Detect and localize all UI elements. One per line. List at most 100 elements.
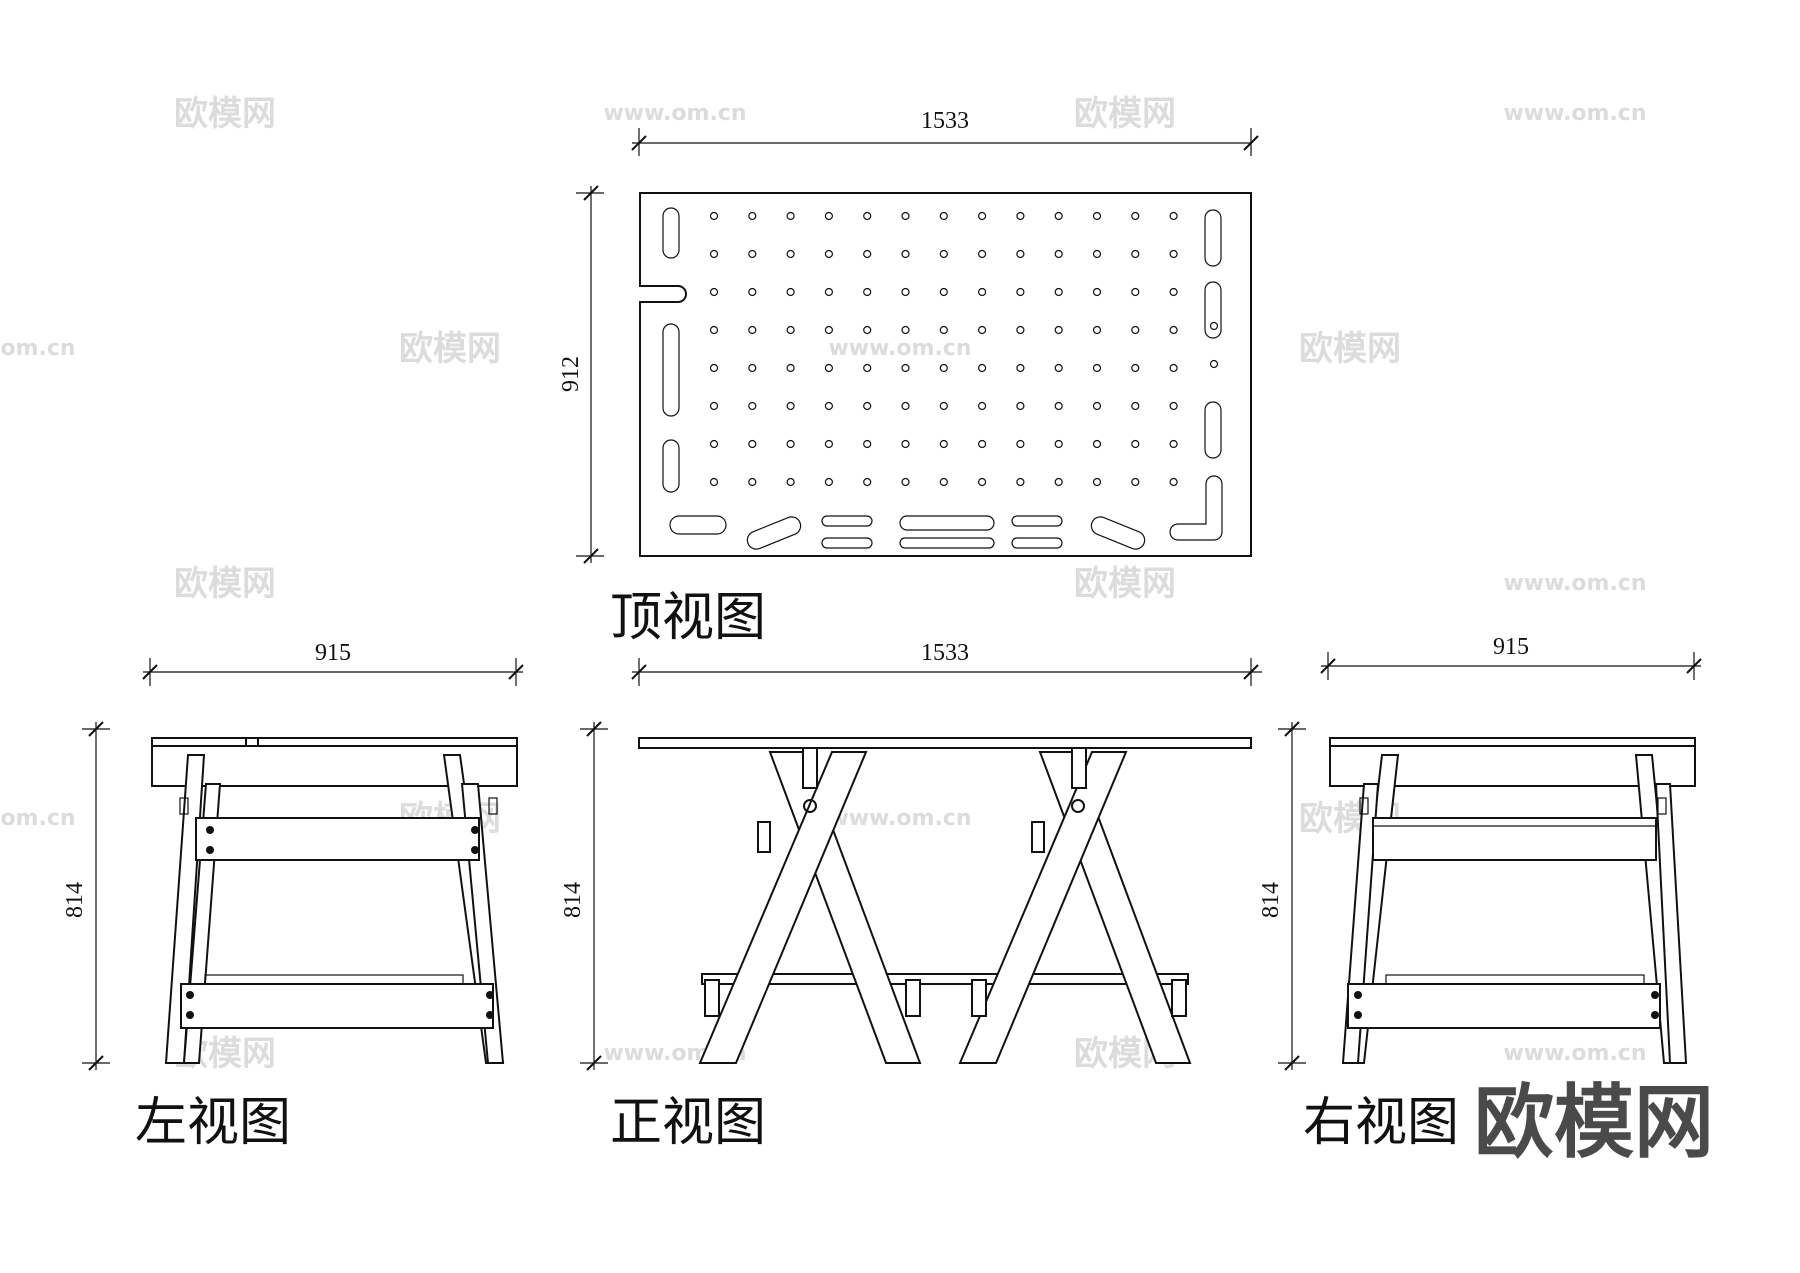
dog-hole bbox=[1131, 287, 1140, 297]
clamp-slot bbox=[669, 515, 727, 535]
dog-hole bbox=[786, 287, 795, 297]
watermark-site: om.cn bbox=[0, 336, 75, 361]
dog-hole bbox=[709, 325, 719, 335]
dog-hole bbox=[1054, 325, 1063, 335]
dog-hole bbox=[1169, 249, 1178, 259]
dog-hole bbox=[1131, 211, 1140, 221]
dog-hole bbox=[901, 287, 910, 297]
top-width-dimension: 1533 bbox=[631, 108, 1259, 156]
dog-hole bbox=[824, 363, 834, 373]
clamp-slot bbox=[899, 515, 995, 531]
watermark-site: www.om.cn bbox=[1503, 1041, 1646, 1066]
dog-hole bbox=[1092, 477, 1102, 487]
watermark-brand: 欧模网 bbox=[399, 329, 501, 369]
watermark-site: om.cn bbox=[0, 806, 75, 831]
front-view: 1533 814 bbox=[560, 640, 1262, 1153]
dog-hole bbox=[1054, 287, 1063, 297]
left-view-label: 左视图 bbox=[135, 1093, 291, 1153]
clamp-slot bbox=[1204, 209, 1222, 267]
top-view-label: 顶视图 bbox=[610, 588, 766, 648]
left-height-label: 814 bbox=[62, 882, 88, 918]
dog-hole bbox=[977, 325, 987, 335]
dog-hole bbox=[901, 439, 910, 449]
dog-hole bbox=[748, 325, 757, 335]
clamp-slot bbox=[821, 537, 873, 549]
watermark-brand: 欧模网 bbox=[1299, 329, 1401, 369]
dog-hole bbox=[939, 211, 948, 221]
dog-hole bbox=[1016, 401, 1025, 411]
dog-hole bbox=[901, 249, 910, 259]
dog-hole bbox=[748, 477, 757, 487]
clamp-slot bbox=[662, 207, 680, 259]
dog-hole bbox=[824, 211, 834, 221]
clamp-slot bbox=[899, 537, 995, 549]
dog-hole bbox=[977, 477, 987, 487]
dog-hole bbox=[977, 249, 987, 259]
dog-hole bbox=[939, 363, 948, 373]
right-view: 915 814 右视图 bbox=[1258, 634, 1702, 1153]
left-view: 915 814 bbox=[62, 640, 524, 1153]
clamp-slots bbox=[662, 207, 1223, 550]
clamp-slot bbox=[1204, 401, 1222, 459]
right-height-label: 814 bbox=[1258, 882, 1284, 918]
dog-hole bbox=[901, 211, 910, 221]
dog-hole bbox=[1169, 363, 1178, 373]
dog-hole bbox=[748, 249, 757, 259]
watermark-site: www.om.cn bbox=[603, 101, 746, 126]
clamp-slot-corner bbox=[1169, 475, 1223, 541]
dog-hole bbox=[1054, 363, 1063, 373]
watermark-site: www.om.cn bbox=[1503, 571, 1646, 596]
dog-hole bbox=[863, 477, 872, 487]
dog-hole bbox=[863, 325, 872, 335]
right-width-dimension: 915 bbox=[1320, 634, 1702, 680]
dog-hole bbox=[863, 401, 872, 411]
dog-hole bbox=[901, 325, 910, 335]
clamp-slot bbox=[821, 515, 873, 527]
front-left-trestle bbox=[698, 747, 922, 1064]
right-width-label: 915 bbox=[1493, 634, 1529, 660]
clamp-slot bbox=[1204, 281, 1222, 339]
dog-hole bbox=[1016, 325, 1025, 335]
dog-hole bbox=[901, 363, 910, 373]
right-tabletop bbox=[1329, 737, 1696, 787]
dog-hole bbox=[939, 325, 948, 335]
dog-hole bbox=[1092, 325, 1102, 335]
dog-hole bbox=[1169, 477, 1178, 487]
dog-hole bbox=[1131, 249, 1140, 259]
dog-hole bbox=[1131, 325, 1140, 335]
front-view-label: 正视图 bbox=[610, 1093, 766, 1153]
dog-hole bbox=[709, 287, 719, 297]
dog-hole bbox=[748, 439, 757, 449]
dog-hole bbox=[863, 211, 872, 221]
dog-hole bbox=[1169, 401, 1178, 411]
dog-hole bbox=[939, 439, 948, 449]
right-view-label: 右视图 bbox=[1303, 1093, 1459, 1153]
dog-hole bbox=[786, 401, 795, 411]
front-tabletop bbox=[638, 737, 1252, 749]
dog-hole bbox=[977, 401, 987, 411]
dog-hole bbox=[939, 287, 948, 297]
dog-hole bbox=[1092, 287, 1102, 297]
dog-hole bbox=[786, 477, 795, 487]
watermark-brand: 欧模网 bbox=[174, 564, 276, 604]
left-tabletop bbox=[151, 737, 518, 787]
tabletop-outline bbox=[639, 192, 1252, 557]
dog-hole bbox=[1092, 439, 1102, 449]
watermark-layer: 欧模网欧模网欧模网欧模网欧模网欧模网欧模网欧模网欧模网欧模网www.om.cnw… bbox=[0, 94, 1646, 1074]
clamp-slot bbox=[662, 323, 680, 417]
clamp-slot bbox=[1011, 515, 1063, 527]
dog-hole bbox=[1169, 287, 1178, 297]
dog-hole bbox=[1169, 211, 1178, 221]
clamp-slot bbox=[1011, 537, 1063, 549]
dog-hole bbox=[1016, 211, 1025, 221]
watermark-site: www.om.cn bbox=[1503, 101, 1646, 126]
dog-hole bbox=[977, 211, 987, 221]
dog-hole bbox=[709, 439, 719, 449]
front-width-dimension: 1533 bbox=[631, 640, 1262, 686]
dog-hole bbox=[1169, 439, 1178, 449]
dog-hole bbox=[901, 401, 910, 411]
dog-hole bbox=[1209, 321, 1219, 331]
right-upper-rail bbox=[1372, 817, 1657, 861]
dog-hole bbox=[1016, 477, 1025, 487]
